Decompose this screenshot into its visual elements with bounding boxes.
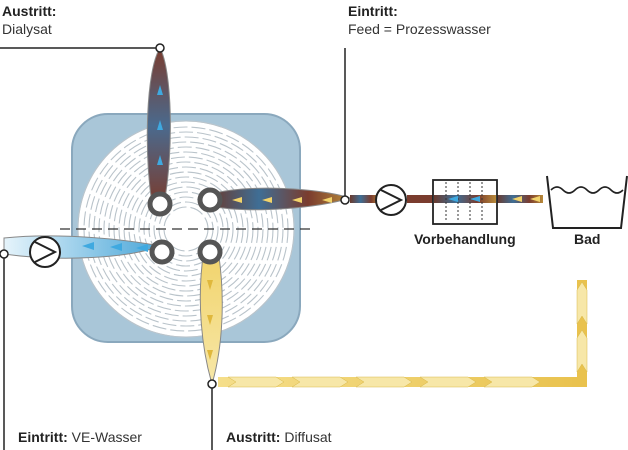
label-bad: Bad [574, 231, 601, 247]
label-ve-wasser-bold: Eintritt: [18, 429, 68, 445]
filter-icon [432, 179, 498, 225]
label-dialysat-bold: Austritt: [2, 3, 57, 19]
membrane-winding [138, 181, 234, 277]
pump-icon [375, 184, 407, 216]
membrane-winding [88, 131, 284, 327]
label-dialysat-text: Dialysat [2, 21, 52, 37]
label-feed-bold: Eintritt: [348, 3, 398, 19]
label-ve-wasser-text: VE-Wasser [71, 429, 142, 445]
label-diffusat-text: Diffusat [284, 429, 332, 445]
label-diffusat: Austritt: Diffusat [226, 428, 332, 446]
membrane-winding [123, 166, 249, 292]
label-ve-wasser: Eintritt: VE-Wasser [18, 428, 142, 446]
label-vorbehandlung: Vorbehandlung [414, 231, 516, 247]
module-ports [147, 187, 223, 265]
feed-stream [209, 48, 543, 211]
module-housing [71, 113, 301, 343]
pump-ve-icon [29, 236, 61, 268]
label-feed-text: Feed = Prozesswasser [348, 21, 491, 37]
diffusat-stream [199, 249, 588, 450]
label-feed: Eintritt: Feed = Prozesswasser [348, 2, 491, 38]
tank-icon [546, 175, 628, 229]
label-dialysat: Austritt: Dialysat [2, 2, 56, 38]
membrane-winding [153, 196, 219, 262]
label-diffusat-bold: Austritt: [226, 429, 281, 445]
